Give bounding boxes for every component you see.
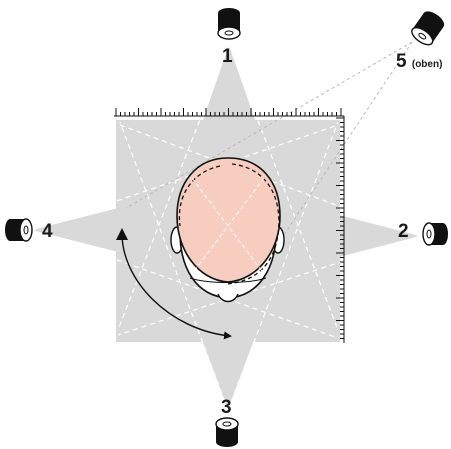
speaker-2-icon [422,222,448,246]
rotation-arrow-start-head [116,228,128,240]
overhead-speaker-lines [125,41,413,263]
speaker-4-icon [5,218,33,242]
speaker-5-icon [411,11,445,46]
nose [217,293,239,303]
speaker-1-label: 1 [222,46,233,67]
speaker-5-sublabel: (oben) [411,59,443,70]
scalp [176,157,281,283]
rotated-head-outline [225,163,280,285]
beam-edge-lines [31,44,421,411]
speaker-4-label: 4 [42,221,53,242]
speaker-2-label: 2 [398,221,409,242]
rotation-arrow [121,229,232,340]
rotated-head-outline-left [178,165,221,227]
speaker-3-icon [215,417,239,447]
measurement-ruler [114,108,345,343]
speaker-3-label: 3 [221,397,232,418]
speaker-5-label: 5 (oben) [396,52,442,71]
head-top-view [170,157,285,303]
speaker-5-number: 5 [396,51,407,72]
speaker-1-icon [217,8,241,40]
